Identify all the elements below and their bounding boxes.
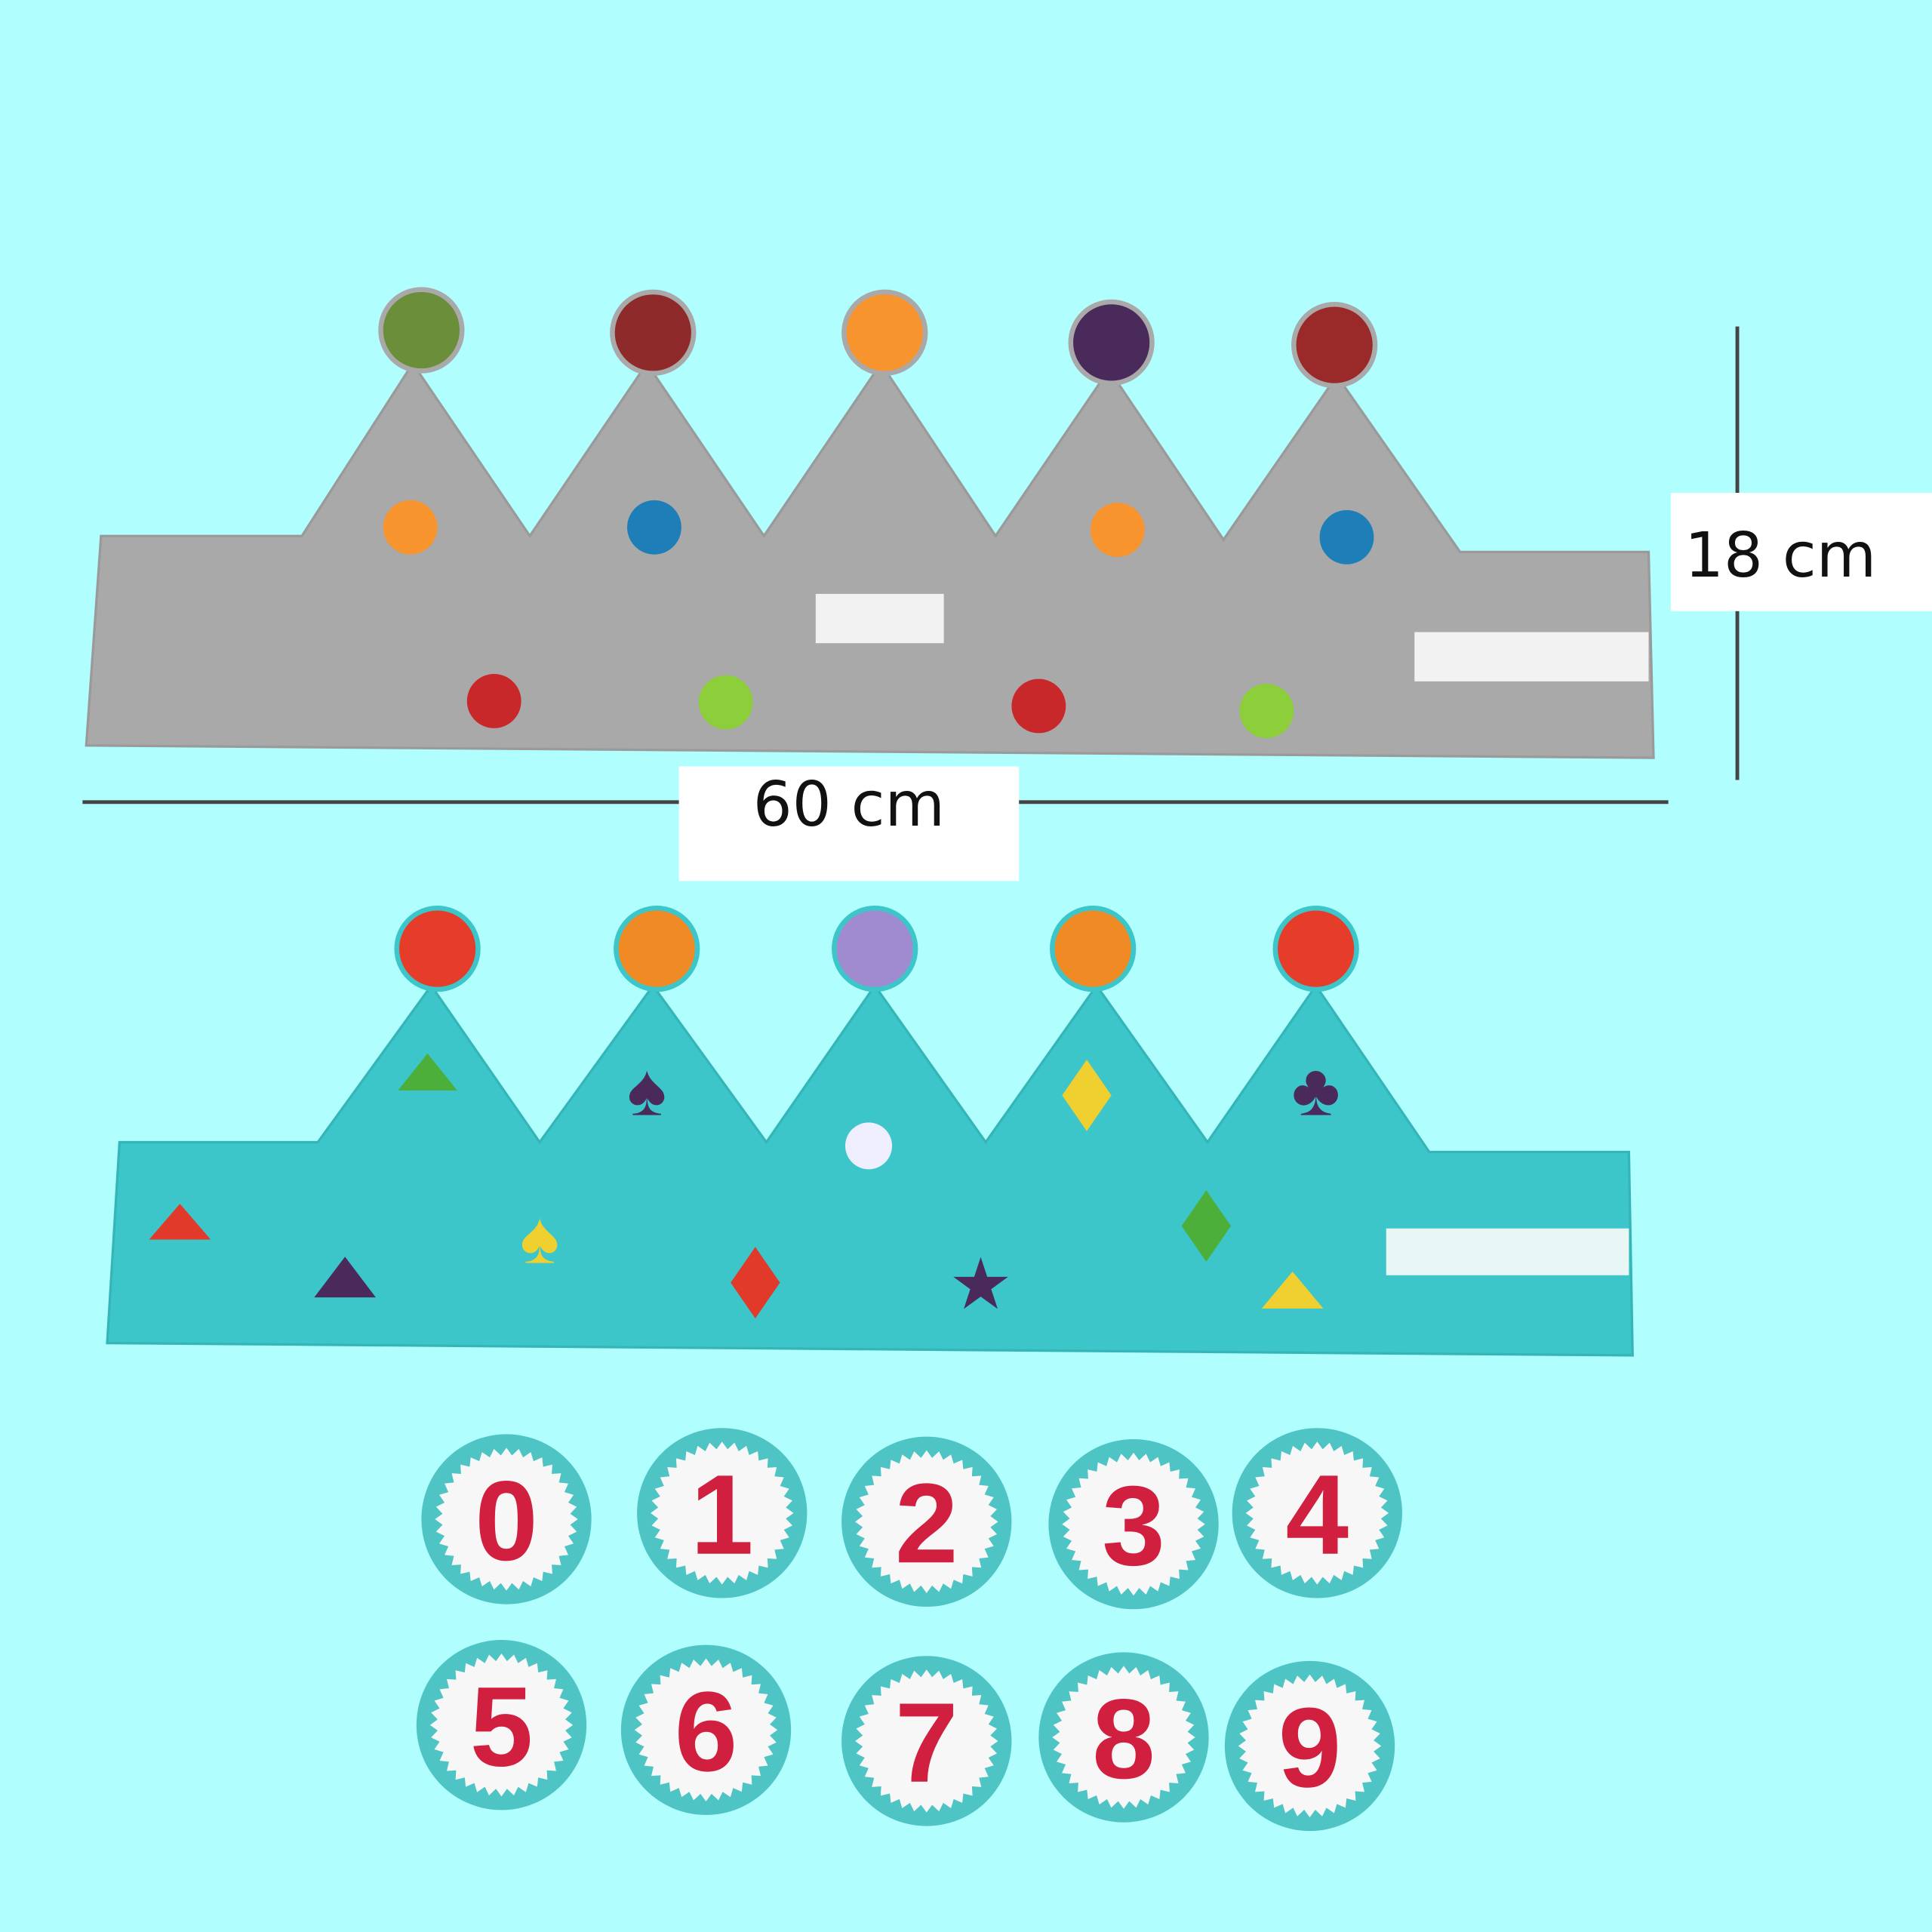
number-badge: 3 <box>1048 1438 1219 1610</box>
felt-dot <box>383 500 438 555</box>
felt-dot <box>1073 304 1150 381</box>
felt-dot <box>1011 678 1066 734</box>
spade-shape: ♠ <box>520 1198 559 1279</box>
felt-dot <box>846 294 923 371</box>
felt-dot <box>1090 503 1145 557</box>
number-badge: 0 <box>421 1434 592 1604</box>
badge-digit: 0 <box>475 1457 538 1584</box>
club-shape: ♣ <box>1292 1051 1340 1132</box>
felt-dot <box>836 910 913 987</box>
felt-dot <box>614 294 691 371</box>
felt-dot <box>1319 509 1374 565</box>
diamond-shape <box>731 1247 780 1318</box>
felt-dot <box>1278 910 1355 987</box>
number-badge: 7 <box>841 1656 1012 1826</box>
number-badge: 9 <box>1224 1660 1395 1832</box>
triangle-shape <box>314 1257 376 1298</box>
felt-dot <box>398 910 476 987</box>
spade-shape: ♠ <box>627 1051 666 1132</box>
badge-digit: 5 <box>470 1663 534 1790</box>
velcro-strip <box>815 593 944 644</box>
badge-digit: 6 <box>675 1668 738 1795</box>
felt-dot <box>383 291 460 369</box>
triangle-shape <box>1261 1271 1324 1309</box>
number-badge: 5 <box>416 1640 587 1810</box>
number-badge: 4 <box>1232 1428 1402 1598</box>
velcro-dot <box>845 1122 893 1170</box>
badge-digit: 9 <box>1278 1684 1342 1810</box>
number-badge: 6 <box>620 1644 792 1815</box>
number-badge: 1 <box>637 1428 808 1598</box>
teal-crown: ♠ ♠ ♣ ★ <box>106 906 1634 1357</box>
star-shape: ★ <box>949 1246 1013 1324</box>
badge-digit: 1 <box>691 1451 754 1578</box>
number-badge: 2 <box>841 1436 1012 1607</box>
velcro-strip <box>1414 632 1649 681</box>
felt-dot <box>466 674 521 728</box>
gray-crown <box>85 287 1655 759</box>
diamond-shape <box>1062 1060 1112 1131</box>
badge-digit: 8 <box>1092 1675 1155 1802</box>
triangle-shape <box>149 1204 211 1240</box>
height-label: 18 cm <box>1684 520 1876 592</box>
width-label: 60 cm <box>753 769 945 841</box>
felt-dot <box>1054 910 1131 987</box>
badge-digit: 3 <box>1102 1462 1165 1589</box>
felt-dot <box>1296 306 1373 383</box>
felt-dot <box>627 500 681 555</box>
badge-digit: 7 <box>895 1679 958 1806</box>
number-badge: 8 <box>1038 1652 1209 1823</box>
felt-dot <box>1239 684 1294 738</box>
badge-digit: 4 <box>1286 1451 1349 1578</box>
felt-dot <box>618 910 695 987</box>
triangle-shape <box>398 1053 457 1091</box>
badge-digit: 2 <box>895 1460 958 1586</box>
velcro-strip <box>1386 1228 1629 1275</box>
felt-dot <box>698 675 753 730</box>
